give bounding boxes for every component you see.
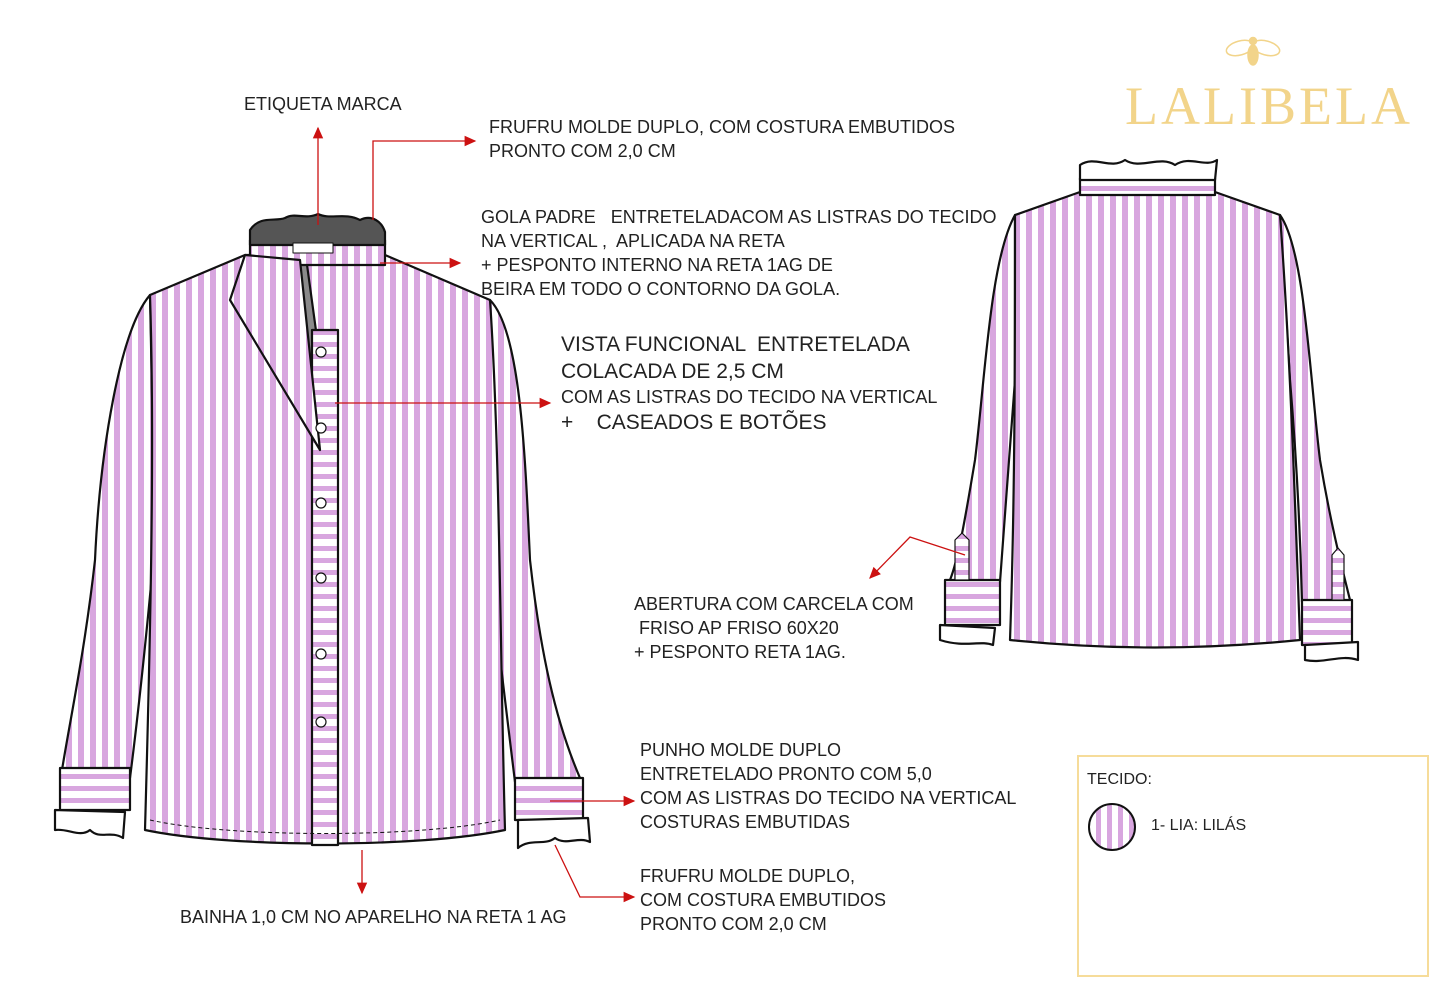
- legend-title: TECIDO:: [1087, 771, 1152, 788]
- front-left-sleeve: [60, 293, 157, 780]
- note-etiqueta: ETIQUETA MARCA: [244, 92, 402, 116]
- brand-label: [292, 242, 334, 254]
- note-punho: PUNHO MOLDE DUPLO ENTRETELADO PRONTO COM …: [640, 738, 1016, 834]
- note-frufru-bottom: FRUFRU MOLDE DUPLO, COM COSTURA EMBUTIDOS…: [640, 864, 886, 936]
- fabric-swatch-icon: [1088, 803, 1136, 851]
- fabric-legend: TECIDO: 1- LIA: LILÁS: [1077, 755, 1429, 977]
- note-line: COM COSTURA EMBUTIDOS: [640, 890, 887, 910]
- buttons: [315, 346, 327, 728]
- bee-icon: [1225, 36, 1281, 66]
- back-right-sleeve: [1278, 213, 1352, 604]
- left-lapel: [228, 253, 322, 452]
- note-line: ABERTURA COM CARCELA COM: [634, 594, 914, 614]
- note-line: ETIQUETA MARCA: [244, 94, 402, 114]
- back-body: [1008, 190, 1302, 649]
- front-shirt: [53, 212, 592, 850]
- note-line: GOLA PADRE ENTRETELADACOM AS LISTRAS DO …: [481, 207, 997, 227]
- back-left-cuff: [943, 578, 1002, 627]
- left-cuff-ruffle: [53, 808, 127, 840]
- back-shirt: [938, 158, 1360, 663]
- note-line: FRUFRU MOLDE DUPLO, COM COSTURA EMBUTIDO…: [489, 117, 956, 137]
- note-frufru-top: FRUFRU MOLDE DUPLO, COM COSTURA EMBUTIDO…: [489, 115, 955, 163]
- note-line: ENTRETELADO PRONTO COM 5,0: [640, 764, 932, 784]
- note-line: COM AS LISTRAS DO TECIDO NA VERTICAL: [561, 387, 938, 407]
- note-line: PRONTO COM 2,0 CM: [489, 141, 676, 161]
- right-cuff: [513, 776, 585, 822]
- collar-ruffle: [248, 212, 387, 247]
- note-line: PUNHO MOLDE DUPLO: [640, 740, 842, 760]
- note-line: COM AS LISTRAS DO TECIDO NA VERTICAL: [640, 788, 1017, 808]
- note-line: FRISO AP FRISO 60X20: [634, 618, 839, 638]
- note-line: FRUFRU MOLDE DUPLO,: [640, 866, 856, 886]
- note-gola: GOLA PADRE ENTRETELADACOM AS LISTRAS DO …: [481, 205, 996, 301]
- back-collar-ruffle: [1078, 158, 1219, 182]
- left-cuff: [58, 766, 132, 812]
- note-line: NA VERTICAL , APLICADA NA RETA: [481, 231, 785, 251]
- note-bainha: BAINHA 1,0 CM NO APARELHO NA RETA 1 AG: [180, 905, 566, 929]
- note-line: COSTURAS EMBUTIDAS: [640, 812, 851, 832]
- annotation-arrows: [312, 126, 966, 903]
- brand-logo: LALIBELA: [1125, 76, 1413, 136]
- note-line: + PESPONTO INTERNO NA RETA 1AG DE: [481, 255, 833, 275]
- note-line: + PESPONTO RETA 1AG.: [634, 642, 846, 662]
- note-line: PRONTO COM 2,0 CM: [640, 914, 827, 934]
- note-line: COLACADA DE 2,5 CM: [561, 360, 784, 383]
- note-line: VISTA FUNCIONAL ENTRETELADA: [561, 333, 910, 356]
- back-right-cuff: [1300, 598, 1354, 647]
- note-line: BAINHA 1,0 CM NO APARELHO NA RETA 1 AG: [180, 907, 567, 927]
- note-vista: VISTA FUNCIONAL ENTRETELADA COLACADA DE 2…: [561, 331, 937, 436]
- note-abertura: ABERTURA COM CARCELA COM FRISO AP FRISO …: [634, 592, 914, 664]
- note-line: BEIRA EM TODO O CONTORNO DA GOLA.: [481, 279, 841, 299]
- right-cuff-ruffle: [516, 816, 592, 850]
- legend-item-label: 1- LIA: LILÁS: [1151, 817, 1247, 834]
- note-line: + CASEADOS E BOTÕES: [561, 411, 827, 434]
